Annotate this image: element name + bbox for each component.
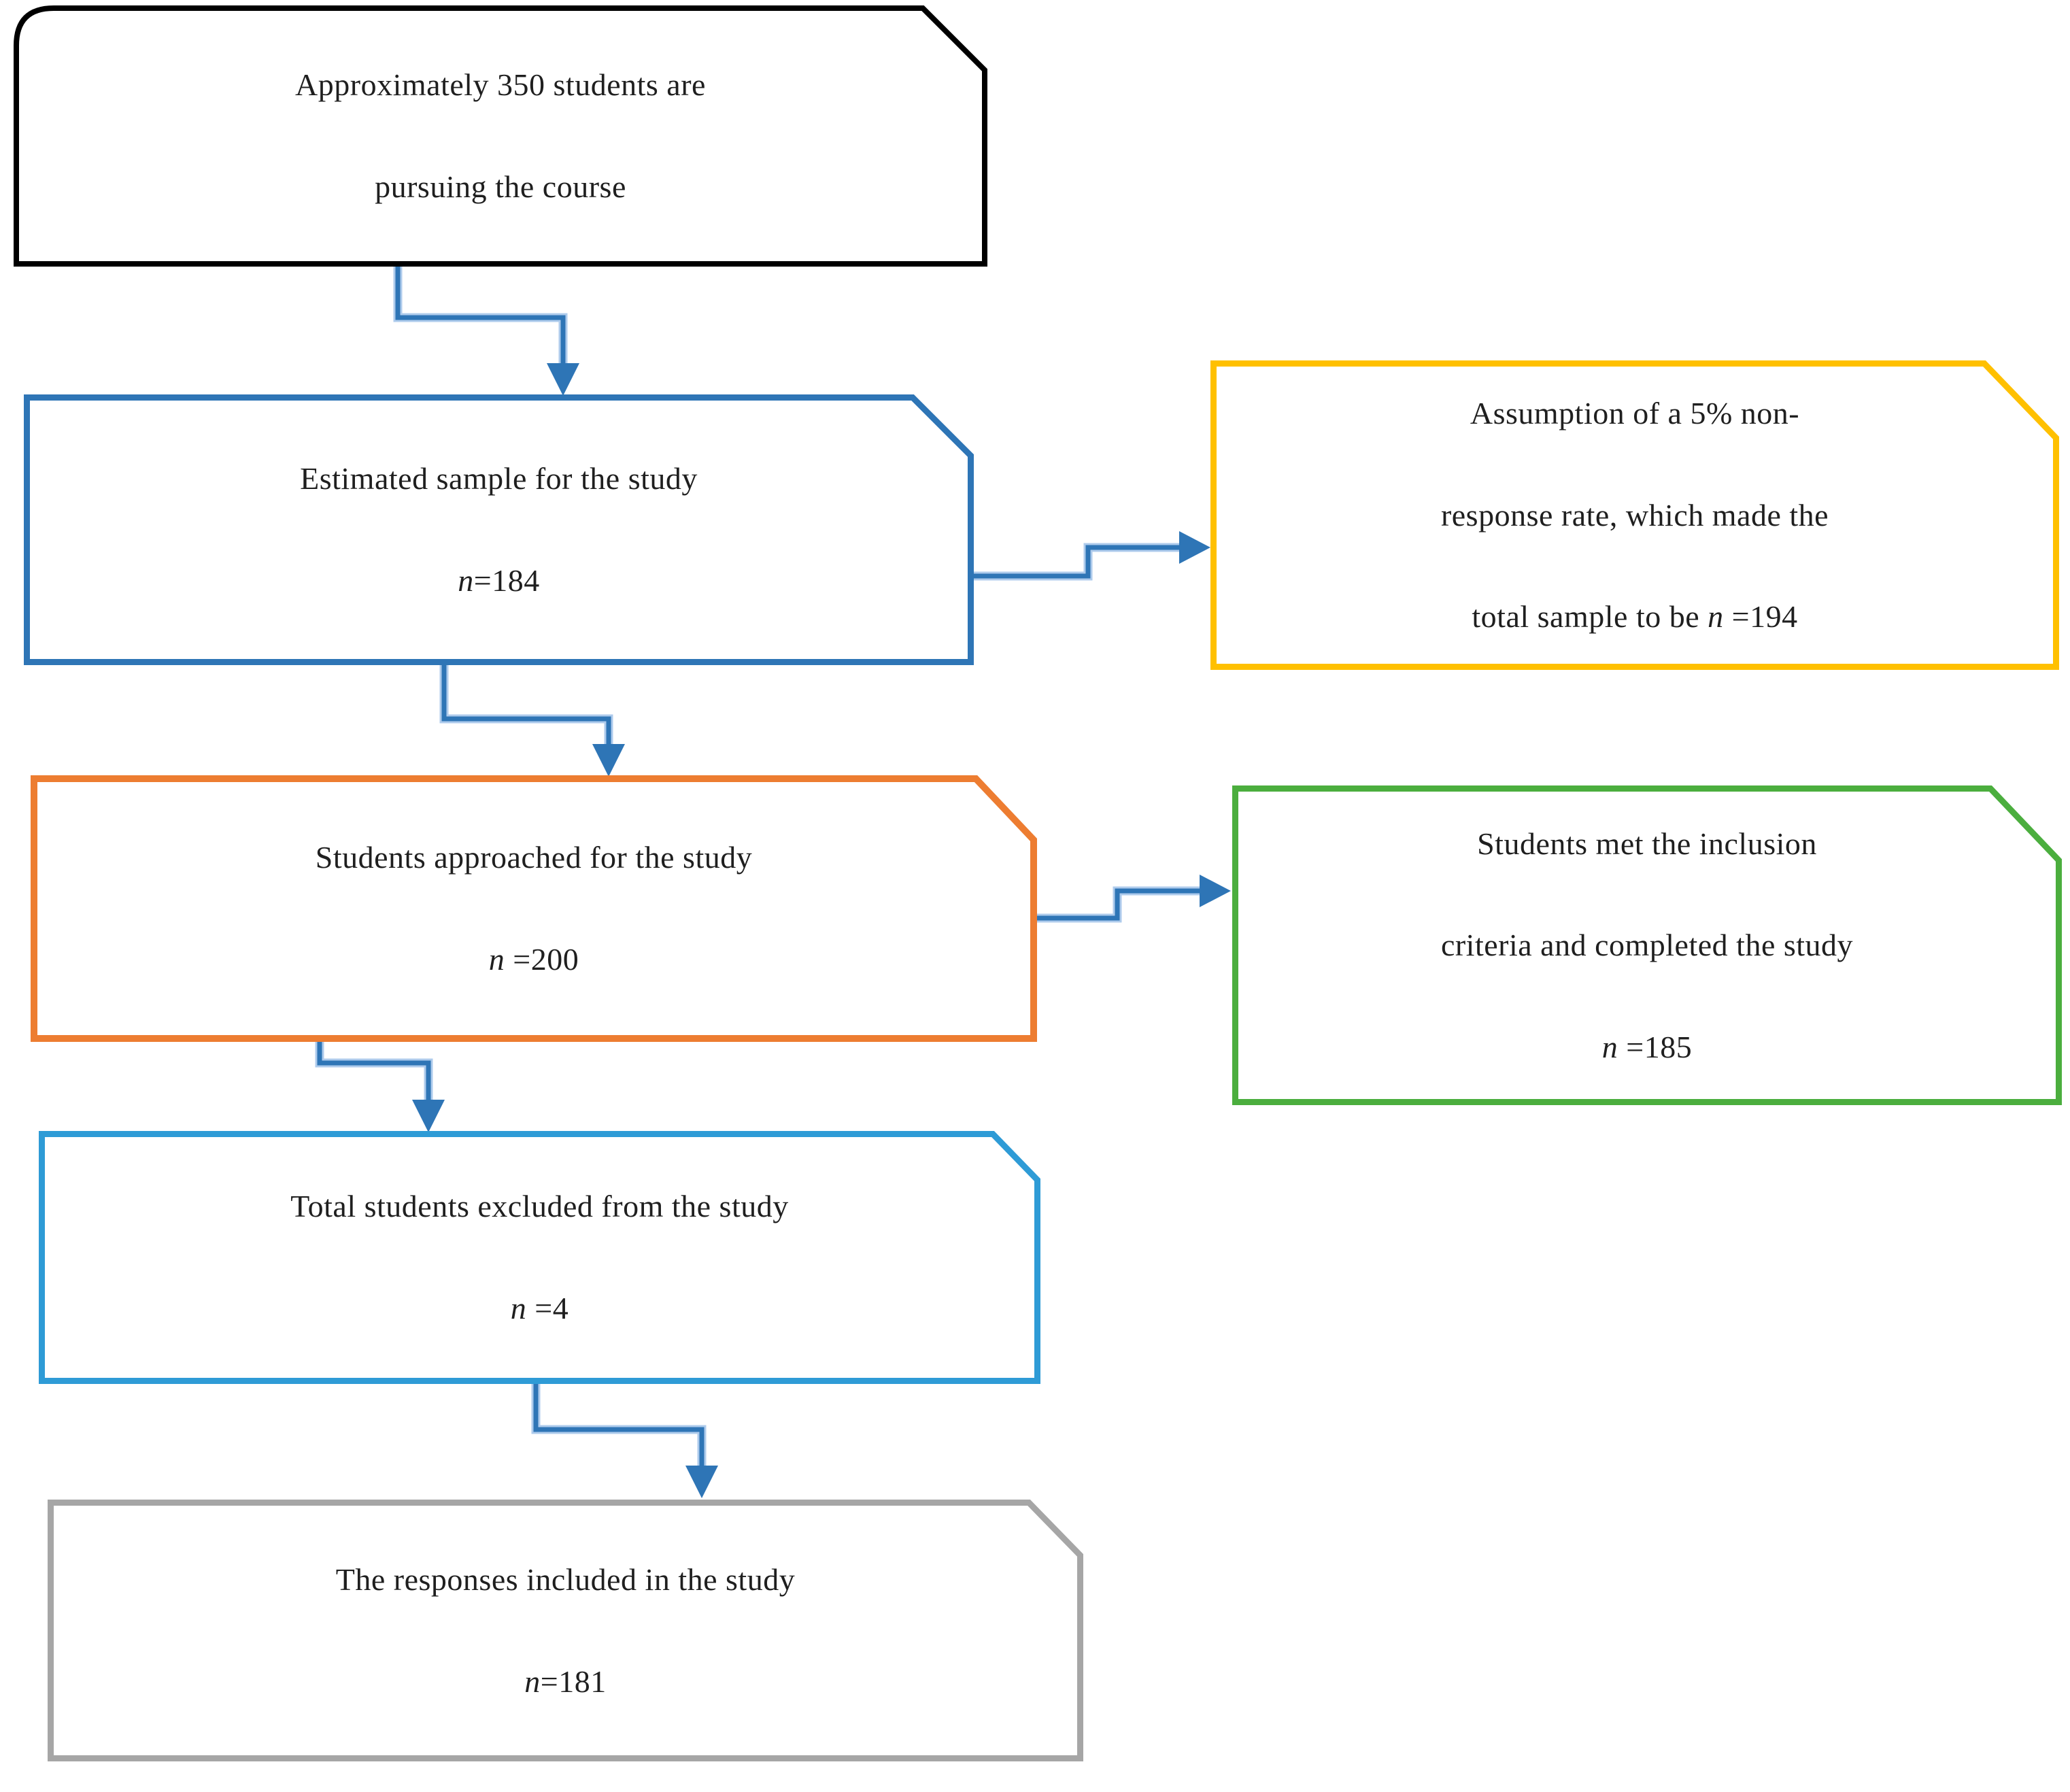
connector-estimated-assumption — [974, 545, 1181, 579]
included-line-n: n=181 — [524, 1664, 606, 1700]
connector-approached-excluded — [317, 1042, 431, 1102]
included-box: The responses included in the study n=18… — [48, 1500, 1083, 1761]
connector-halo-estimated-assumption — [974, 543, 1181, 581]
inclusion-line-2: criteria and completed the study — [1440, 928, 1854, 963]
pursuing-line-1: Approximately 350 students are — [295, 67, 706, 103]
arrowhead-right-assumption — [1179, 531, 1210, 564]
estimated-line-1: Estimated sample for the study — [300, 461, 698, 496]
excluded-n-symbol: n — [510, 1291, 527, 1325]
inclusion-box-outline — [1232, 785, 2062, 1105]
pursuing-box: Approximately 350 students are pursuing … — [14, 5, 987, 267]
connector-halo-excluded-included — [531, 1384, 707, 1468]
estimated-n-symbol: n — [458, 563, 474, 598]
connector-estimated-approached — [441, 665, 611, 747]
arrowhead-down-excluded — [412, 1100, 445, 1132]
approached-line-1: Students approached for the study — [315, 840, 753, 875]
estimated-box-outline — [24, 394, 974, 665]
assumption-box-outline — [1210, 360, 2059, 670]
arrowhead-down-approached — [592, 744, 625, 777]
connectors — [317, 267, 1201, 1468]
assumption-n-symbol: n — [1708, 599, 1724, 635]
connector-halo-estimated-approached — [439, 665, 613, 747]
approached-line-n: n =200 — [489, 942, 579, 977]
connector-pursuing-estimated — [395, 267, 566, 367]
arrowheads — [412, 363, 1231, 1498]
included-n-value: =181 — [540, 1663, 607, 1699]
excluded-box: Total students excluded from the study n… — [39, 1131, 1040, 1384]
inclusion-line-1: Students met the inclusion — [1477, 826, 1817, 861]
excluded-n-value: =4 — [526, 1291, 569, 1325]
excluded-box-outline — [39, 1131, 1040, 1384]
inclusion-line-n: n =185 — [1602, 1030, 1692, 1065]
connector-halo-approached-excluded — [315, 1042, 433, 1102]
estimated-box: Estimated sample for the study n=184 — [24, 394, 974, 665]
arrowhead-right-inclusion — [1200, 875, 1231, 907]
approached-box: Students approached for the study n =200 — [31, 775, 1037, 1042]
estimated-n-value: =184 — [473, 563, 540, 598]
connector-excluded-included — [533, 1384, 705, 1468]
assumption-line-2: response rate, which made the — [1440, 497, 1829, 532]
arrowhead-down-estimated — [547, 363, 579, 396]
arrowhead-down-included — [685, 1466, 718, 1498]
inclusion-box: Students met the inclusion criteria and … — [1232, 785, 2062, 1105]
included-line-1: The responses included in the study — [335, 1561, 796, 1597]
assumption-n-value: =194 — [1723, 599, 1798, 635]
included-n-symbol: n — [524, 1663, 541, 1699]
pursuing-line-2: pursuing the course — [375, 169, 626, 204]
approached-n-symbol: n — [488, 942, 505, 977]
excluded-line-1: Total students excluded from the study — [290, 1189, 789, 1224]
excluded-line-n: n =4 — [511, 1291, 569, 1326]
assumption-line-3: total sample to be n =194 — [1472, 599, 1797, 635]
assumption-line-1: Assumption of a 5% non- — [1470, 396, 1800, 431]
included-box-outline — [48, 1500, 1083, 1761]
approached-box-outline — [31, 775, 1037, 1042]
pursuing-box-outline — [14, 5, 987, 267]
assumption-line-3-pre: total sample to be — [1472, 599, 1708, 635]
connector-halo-approached-inclusion — [1008, 886, 1201, 923]
assumption-box: Assumption of a 5% non- response rate, w… — [1210, 360, 2059, 670]
connector-approached-inclusion — [1008, 888, 1201, 921]
estimated-line-n: n=184 — [458, 563, 539, 598]
inclusion-n-symbol: n — [1601, 1029, 1618, 1064]
approached-n-value: =200 — [505, 942, 579, 977]
inclusion-n-value: =185 — [1618, 1029, 1693, 1064]
